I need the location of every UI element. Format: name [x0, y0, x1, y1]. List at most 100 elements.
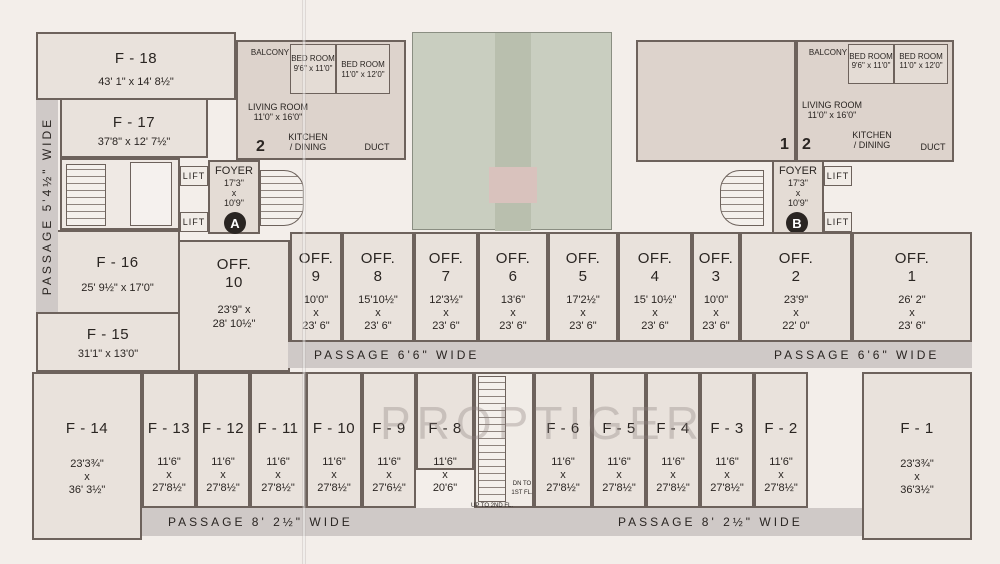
shop-f-10-dim-3: 27'8½": [317, 482, 351, 494]
wing-a-foyer-dim-3: 10'9": [224, 198, 244, 208]
shop-f-6-dim-2: x: [560, 469, 566, 481]
office-9-dim-2: x: [313, 307, 319, 319]
shop-f-10-name: F - 10: [312, 420, 356, 437]
office-3-dim-1: 10'0": [703, 294, 729, 306]
shop-f1-name: F - 1: [900, 420, 934, 437]
office-2-num: 2: [791, 268, 801, 285]
wing-b-lift-1: LIFT: [824, 166, 852, 186]
wing-b-living: LIVING ROOM: [801, 100, 862, 110]
office-9-num: 9: [311, 268, 321, 285]
shop-f1: F - 1 23'3¾" x 36'3½": [862, 372, 972, 540]
shop-f14-dim-2: x: [84, 471, 90, 483]
office-1-dim-3: 23' 6": [898, 320, 926, 332]
shop-f-4-name: F - 4: [656, 420, 690, 437]
office-4-num: 4: [650, 268, 660, 285]
office-5-dim-1: 17'2½": [566, 294, 600, 306]
shop-f-4-dim-3: 27'8½": [656, 482, 690, 494]
wing-a-lift-1: LIFT: [180, 166, 208, 186]
office-8-num: 8: [373, 268, 383, 285]
office-7-num: 7: [441, 268, 451, 285]
shop-f-3-dim-1: 11'6": [715, 456, 739, 468]
office-4-dim-2: x: [652, 307, 658, 319]
flat-f18-name: F - 18: [114, 50, 158, 67]
passage-left-vertical-label: PASSAGE 5'4½" WIDE: [40, 116, 54, 296]
wing-b-unit-right: 2: [802, 136, 811, 153]
flat-f18-dim: 43' 1" x 14' 8½": [98, 76, 174, 88]
wing-b-kitchen: KITCHEN: [852, 130, 892, 140]
office-9-dim-3: 23' 6": [302, 320, 330, 332]
office-8-dim-3: 23' 6": [364, 320, 392, 332]
shop-f1-dim-3: 36'3½": [900, 484, 934, 496]
wing-b-duct: DUCT: [920, 142, 946, 152]
wing-a-unit-number: 2: [256, 138, 265, 155]
office-6-dim-1: 13'6": [500, 294, 526, 306]
shop-f-10-dim-1: 11'6": [322, 456, 346, 468]
office-4-dim-3: 23' 6": [641, 320, 669, 332]
wing-b-bed1: [848, 44, 894, 84]
office-6-dim-3: 23' 6": [499, 320, 527, 332]
flat-f15: F - 15 31'1" x 13'0": [36, 312, 180, 372]
shop-f-12-dim-2: x: [220, 469, 226, 481]
shop-f-3-name: F - 3: [710, 420, 744, 437]
shop-f-10-dim-2: x: [331, 469, 337, 481]
flat-f17: F - 17 37'8" x 12' 7½": [60, 98, 208, 158]
office-7-dim-2: x: [443, 307, 449, 319]
passage-middle: PASSAGE 6'6" WIDE PASSAGE 6'6" WIDE: [288, 342, 972, 368]
wing-a-bed2: [336, 44, 390, 94]
central-stair: [478, 376, 506, 502]
wing-a-foyer-dim-1: 17'3": [224, 178, 244, 188]
shop-f-9-dim-1: 11'6": [377, 456, 401, 468]
wing-b-lift-2: LIFT: [824, 212, 852, 232]
passage-left-vertical: PASSAGE 5'4½" WIDE: [36, 100, 58, 312]
office-5-dim-3: 23' 6": [569, 320, 597, 332]
flat-f17-name: F - 17: [112, 114, 156, 131]
wing-a-duct: DUCT: [364, 142, 390, 152]
office-7-dim-3: 23' 6": [432, 320, 460, 332]
passage-bottom: PASSAGE 8' 2½" WIDE PASSAGE 8' 2½" WIDE: [142, 508, 862, 536]
shop-f-11-dim-3: 27'8½": [261, 482, 295, 494]
office-5-dim-2: x: [580, 307, 586, 319]
shop-f-2-dim-3: 27'8½": [764, 482, 798, 494]
shop-f-5-dim-3: 27'8½": [602, 482, 636, 494]
wing-b-stair: [720, 170, 764, 226]
wing-a-bed1-label: BED ROOM: [291, 54, 335, 63]
left-stair: [66, 164, 106, 226]
shop-f-8-dim-3: 20'6": [432, 482, 458, 494]
stair-label-up: UP TO 2ND FL.: [470, 503, 513, 509]
wing-a-living: LIVING ROOM: [247, 102, 308, 112]
wing-b-bed2-label: BED ROOM: [899, 52, 943, 61]
shop-f-2-dim-2: x: [778, 469, 784, 481]
wing-a-kitchen: KITCHEN: [288, 132, 328, 142]
office-10-num: 10: [225, 274, 243, 291]
wing-a-badge: A: [224, 212, 246, 234]
office-8-name: OFF.: [360, 250, 396, 267]
wing-b-living-dim: 11'0" x 16'0": [807, 110, 857, 120]
flat-f17-dim: 37'8" x 12' 7½": [97, 136, 171, 148]
shop-f-13-dim-2: x: [166, 469, 172, 481]
office-1-name: OFF.: [894, 250, 930, 267]
central-garden: [412, 32, 612, 231]
wing-b-bed1-dim: 9'6" x 11'0": [851, 61, 891, 70]
wing-a-bed1-dim: 9'6" x 11'0": [293, 64, 333, 73]
office-3-dim-3: 23' 6": [702, 320, 730, 332]
wing-a-bed1: [290, 44, 336, 94]
office-9-dim-1: 10'0": [303, 294, 329, 306]
shop-f-5-name: F - 5: [602, 420, 636, 437]
wing-a-lift-2: LIFT: [180, 212, 208, 232]
shop-f-2-name: F - 2: [764, 420, 798, 437]
shop-f-5-dim-2: x: [616, 469, 622, 481]
wing-b-foyer-dim-3: 10'9": [788, 198, 808, 208]
shop-f-4-dim-2: x: [670, 469, 676, 481]
shop-f-3-dim-2: x: [724, 469, 730, 481]
office-1-dim-2: x: [909, 307, 915, 319]
shop-f-8-dim-1: 11'6": [433, 456, 457, 468]
